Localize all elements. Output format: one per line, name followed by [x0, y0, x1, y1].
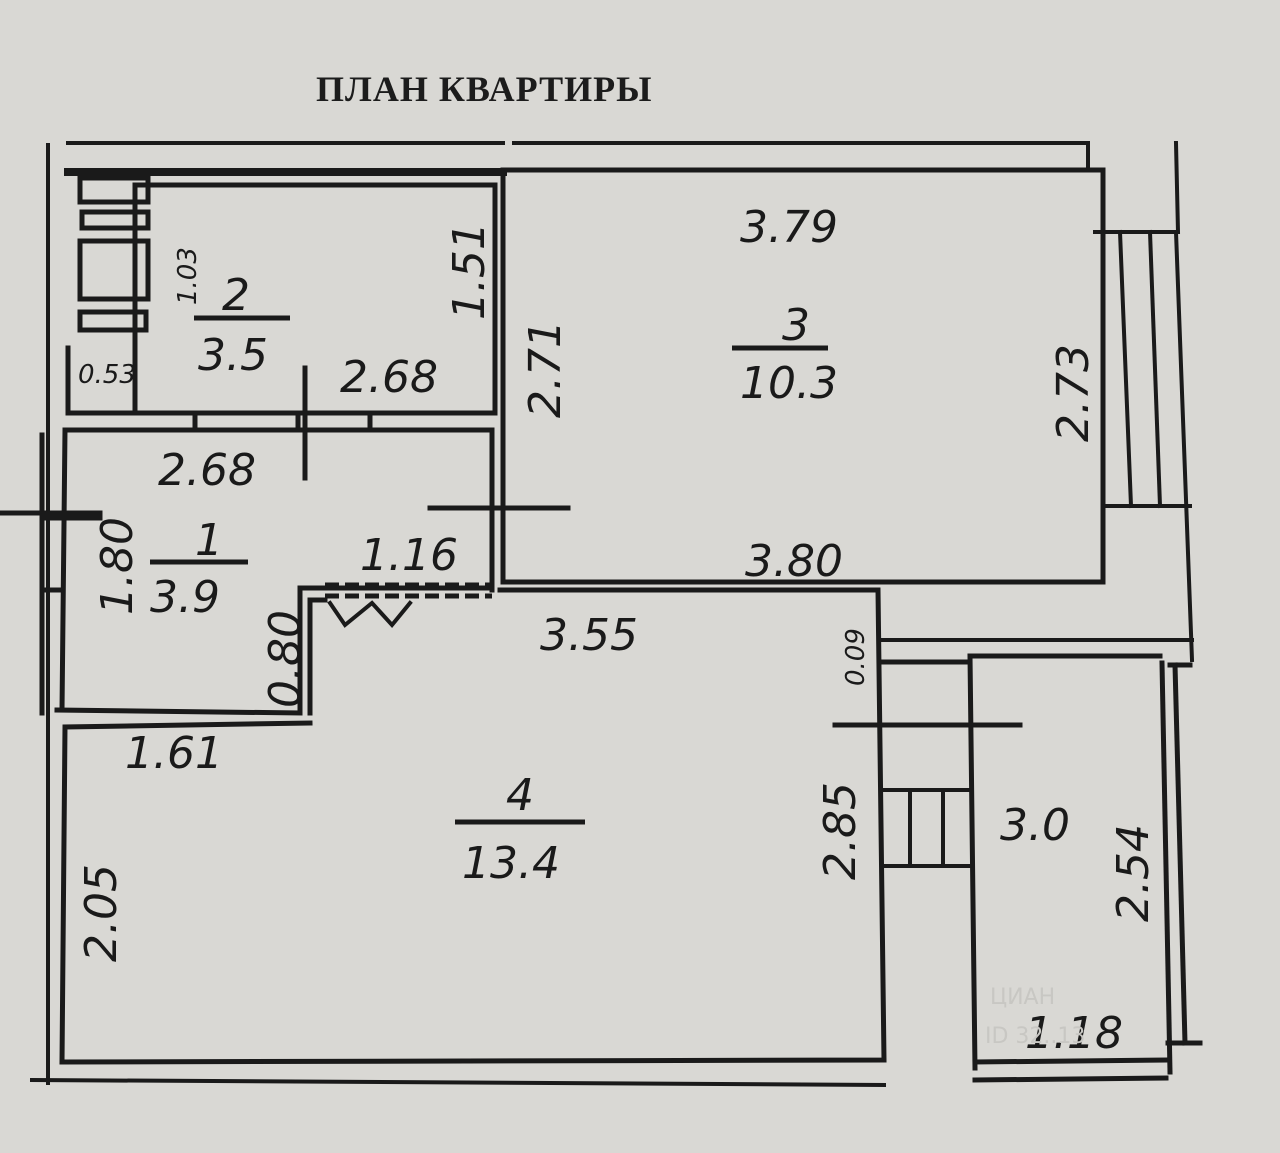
- dim-balcony-bottom: 1.18: [1025, 1008, 1123, 1059]
- room-labels: 2 3.5 1 3.9 3 10.3 4 13.4 3.0: [150, 270, 1070, 889]
- window-room-3: [878, 229, 1195, 663]
- dim-r4-corner: 0.09: [841, 628, 871, 686]
- dimension-labels: 1.03 1.51 2.68 0.53 2.68 1.80 0.80 1.16 …: [76, 202, 1159, 1059]
- room-2-walls: [64, 168, 507, 416]
- room-1-area: 3.9: [150, 572, 220, 623]
- room-1-number: 1: [195, 515, 223, 566]
- room-4-area: 13.4: [462, 838, 560, 889]
- dim-r3-left: 2.71: [520, 320, 571, 418]
- room-4-walls: [59, 587, 1023, 1065]
- dim-r2-niche: 0.53: [78, 360, 136, 390]
- dim-r4-topleft: 1.61: [125, 728, 223, 779]
- step-wall: [307, 597, 328, 716]
- dim-r4-right: 2.85: [815, 782, 866, 880]
- dim-r3-bottom: 3.80: [745, 536, 843, 587]
- dim-r4-top: 3.55: [540, 610, 638, 661]
- dim-r4-left: 2.05: [76, 864, 127, 962]
- room-2-area: 3.5: [198, 330, 268, 381]
- room-1-walls: [0, 365, 495, 716]
- balcony-walls: [967, 653, 1203, 1083]
- watermark-brand: ЦИАН: [990, 985, 1055, 1010]
- dim-r1-left: 1.80: [92, 517, 143, 615]
- dim-r1-door: 1.16: [360, 530, 458, 581]
- room-4-number: 4: [506, 770, 534, 821]
- room-2-number: 2: [222, 270, 250, 321]
- dim-r1-top: 2.68: [158, 445, 256, 496]
- dim-r1-step: 0.80: [260, 610, 311, 708]
- room-3-area: 10.3: [740, 358, 838, 409]
- window-room-4: [880, 788, 972, 868]
- dim-r2-right: 1.51: [444, 222, 495, 320]
- door-zigzag: [327, 600, 413, 629]
- dim-r2-bottom: 2.68: [340, 352, 438, 403]
- dim-balcony-side: 2.54: [1108, 824, 1159, 922]
- watermark: ЦИАН ID 32..13: [985, 985, 1085, 1049]
- dim-r3-top: 3.79: [740, 202, 838, 253]
- sliding-door: [325, 582, 492, 599]
- outer-lines: [29, 140, 1181, 1088]
- balcony-area: 3.0: [1000, 800, 1070, 851]
- plan-title: ПЛАН КВАРТИРЫ: [316, 69, 653, 109]
- room-3-number: 3: [782, 300, 810, 351]
- room-3-walls: [427, 167, 1106, 593]
- dim-r2-left-top: 1.03: [173, 247, 203, 305]
- watermark-id: ID 32..13: [985, 1024, 1085, 1049]
- dim-r3-right: 2.73: [1048, 344, 1099, 442]
